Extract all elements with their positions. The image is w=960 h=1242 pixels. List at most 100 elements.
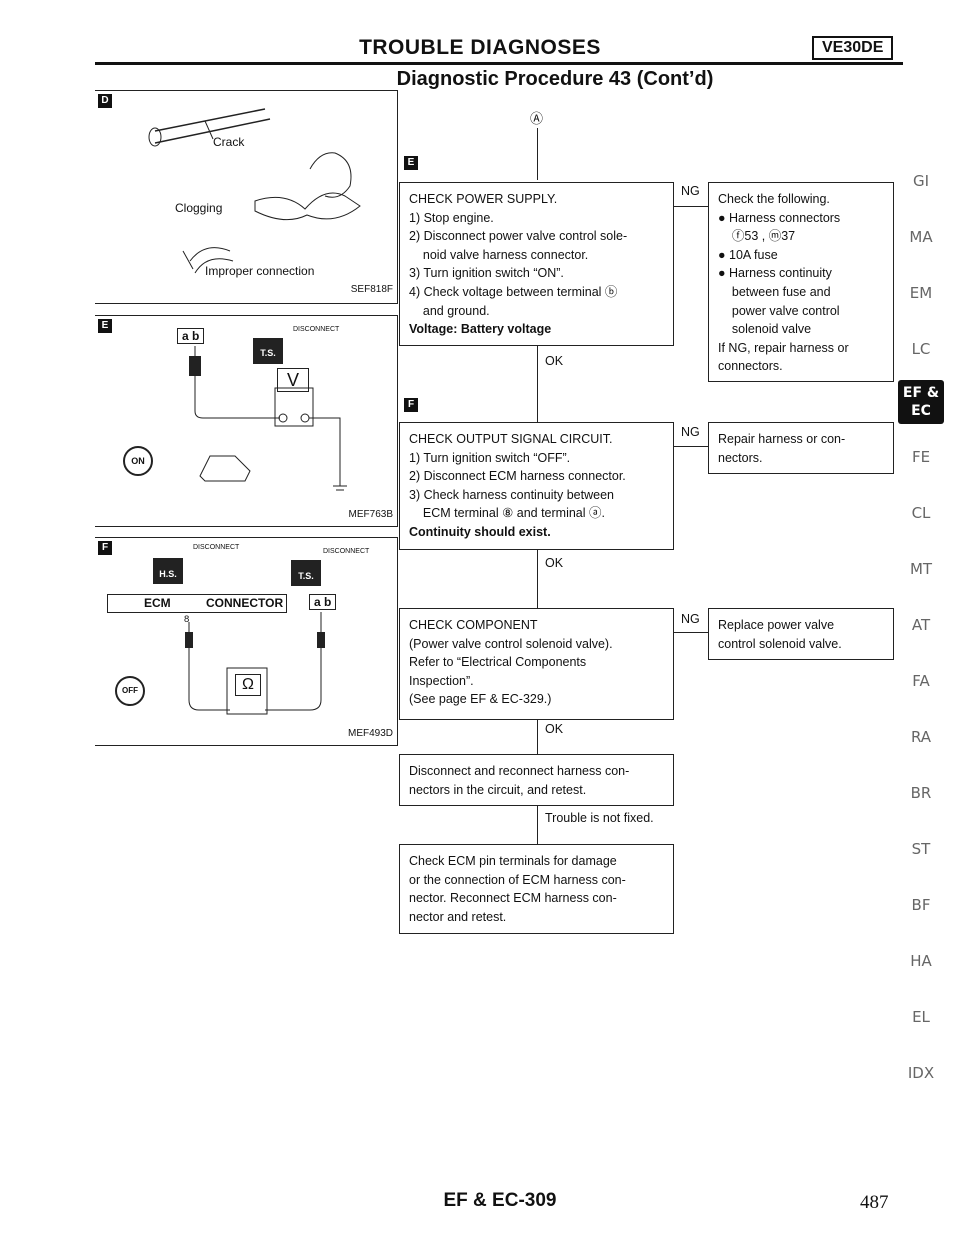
step3-line: (See page EF & EC-329.): [409, 692, 552, 707]
clogging-label: Clogging: [175, 201, 223, 215]
sidebar-item-idx[interactable]: IDX: [907, 1064, 935, 1082]
ng-label-2: NG: [681, 425, 700, 439]
pin-8-label: 8: [184, 614, 190, 625]
ng1-line: power valve control: [718, 303, 840, 318]
ng1-line: ● 10A fuse: [718, 247, 778, 262]
ng1-line: solenoid valve: [718, 322, 812, 337]
flow-tag-e: E: [404, 156, 418, 170]
ohmmeter-circuit: [185, 612, 325, 715]
step5-line: Check ECM pin terminals for damage: [409, 854, 617, 868]
ng-arrow-3: [674, 632, 708, 633]
ignition-off-icon: OFF: [115, 676, 145, 706]
sidebar-item-fa[interactable]: FA: [912, 672, 930, 690]
ng1-line: connectors.: [718, 359, 783, 374]
ok-label-1: OK: [545, 354, 564, 368]
sidebar-item-br[interactable]: BR: [910, 784, 932, 802]
engine-icon: [199, 455, 251, 482]
ok-label-3: OK: [545, 722, 564, 736]
connector-ab-f: a b: [309, 594, 337, 610]
hose-illustration: [148, 108, 361, 274]
ng1-line: If NG, repair harness or: [718, 340, 849, 355]
disconnect-label-1: DISCONNECT: [193, 544, 240, 551]
trouble-not-fixed-label: Trouble is not fixed.: [545, 811, 654, 825]
sidebar-item-lc[interactable]: LC: [911, 340, 931, 358]
connector-line-2: [537, 346, 538, 422]
voltmeter-label: V: [286, 370, 299, 390]
step1-line: 4) Check voltage between terminal ⓑ: [409, 284, 618, 299]
step1-line: 1) Stop engine.: [409, 210, 494, 225]
step-check-output-signal: CHECK OUTPUT SIGNAL CIRCUIT. 1) Turn ign…: [399, 422, 674, 550]
page-reference: EF & EC-309: [443, 1190, 557, 1211]
disconnect-label: DISCONNECT: [293, 326, 340, 333]
ng-action-3: Replace power valve control solenoid val…: [708, 608, 894, 660]
step1-line: noid valve harness connector.: [409, 247, 589, 262]
ng-label-1: NG: [681, 184, 700, 198]
ts-icon-f: T.S.: [291, 560, 321, 586]
ignition-on-icon: ON: [123, 446, 153, 476]
sidebar-item-fe[interactable]: FE: [911, 448, 931, 466]
sidebar-item-at[interactable]: AT: [911, 616, 931, 634]
connector-line-5: [537, 806, 538, 844]
step-reconnect-retest: Disconnect and reconnect harness con- ne…: [399, 754, 674, 806]
sidebar-item-efec[interactable]: EF & EC: [898, 380, 944, 424]
ng3-line: Replace power valve: [718, 618, 835, 632]
sidebar-item-mt[interactable]: MT: [909, 560, 933, 578]
connector-ab: a b: [177, 328, 205, 344]
ecm-label: ECM: [144, 596, 171, 610]
ng1-line: between fuse and: [718, 284, 831, 299]
step5-line: nector and retest.: [409, 909, 507, 924]
step-check-power-supply: CHECK POWER SUPPLY. 1) Stop engine. 2) D…: [399, 182, 674, 346]
sidebar-item-bf[interactable]: BF: [911, 896, 931, 914]
figure-f-tag: F: [98, 541, 112, 555]
figure-e-code: MEF763B: [348, 509, 393, 520]
connector-label: CONNECTOR: [206, 596, 284, 610]
connector-line-3: [537, 550, 538, 608]
ng1-line: ● Harness connectors: [718, 210, 841, 225]
sidebar-item-em[interactable]: EM: [909, 284, 933, 302]
step2-line: 2) Disconnect ECM harness connector.: [409, 469, 626, 484]
figure-e-panel: E a b T.S. DISCONNECT V ON MEF763B: [95, 315, 398, 527]
step3-line: Refer to “Electrical Components: [409, 655, 587, 670]
sidebar-item-ma[interactable]: MA: [909, 228, 933, 246]
ng2-line: nectors.: [718, 450, 763, 465]
hs-icon: H.S.: [153, 558, 183, 584]
step1-line: 2) Disconnect power valve control sole-: [409, 229, 628, 244]
step2-spec: Continuity should exist.: [409, 524, 551, 539]
voltmeter-circuit: [189, 346, 347, 491]
figure-f-code: MEF493D: [347, 728, 393, 739]
page-number: 487: [860, 1192, 889, 1213]
disconnect-label-2: DISCONNECT: [323, 548, 370, 555]
step1-spec: Voltage: Battery voltage: [409, 322, 552, 337]
step-check-component: CHECK COMPONENT (Power valve control sol…: [399, 608, 674, 720]
ts-icon: T.S.: [253, 338, 283, 364]
step1-line: CHECK POWER SUPPLY.: [409, 192, 558, 206]
page-title: TROUBLE DIAGNOSES: [359, 36, 601, 59]
page-subtitle: Diagnostic Procedure 43 (Cont’d): [396, 68, 714, 90]
ng-arrow-2: [674, 446, 708, 447]
figure-d-tag: D: [98, 94, 112, 108]
ng-label-3: NG: [681, 612, 700, 626]
ecm-connector: ECM CONNECTOR: [107, 594, 287, 613]
figure-e-tag: E: [98, 319, 112, 333]
ng1-line: ● Harness continuity: [718, 266, 832, 281]
ng3-line: control solenoid valve.: [718, 636, 842, 651]
improper-connection-label: Improper connection: [205, 264, 315, 278]
header-rule: [95, 62, 903, 65]
sidebar-item-gi[interactable]: GI: [912, 172, 930, 190]
ohmmeter-label: Ω: [235, 674, 261, 696]
sidebar-item-el[interactable]: EL: [912, 1008, 930, 1026]
sidebar-item-ha[interactable]: HA: [910, 952, 932, 970]
sidebar-item-ra[interactable]: RA: [910, 728, 932, 746]
sidebar-item-st[interactable]: ST: [911, 840, 931, 858]
step2-line: 3) Check harness continuity between: [409, 487, 614, 502]
step2-line: ECM terminal ⑧ and terminal ⓐ.: [409, 506, 605, 521]
step4-line: nectors in the circuit, and retest.: [409, 782, 587, 797]
ng1-line: Check the following.: [718, 192, 830, 206]
sidebar-item-cl[interactable]: CL: [911, 504, 931, 522]
connector-line-4: [537, 720, 538, 754]
step5-line: nector. Reconnect ECM harness con-: [409, 891, 617, 906]
step3-line: (Power valve control solenoid valve).: [409, 636, 613, 651]
ng2-line: Repair harness or con-: [718, 432, 846, 446]
engine-badge: VE30DE: [812, 36, 894, 60]
step-check-ecm-pins: Check ECM pin terminals for damage or th…: [399, 844, 674, 934]
